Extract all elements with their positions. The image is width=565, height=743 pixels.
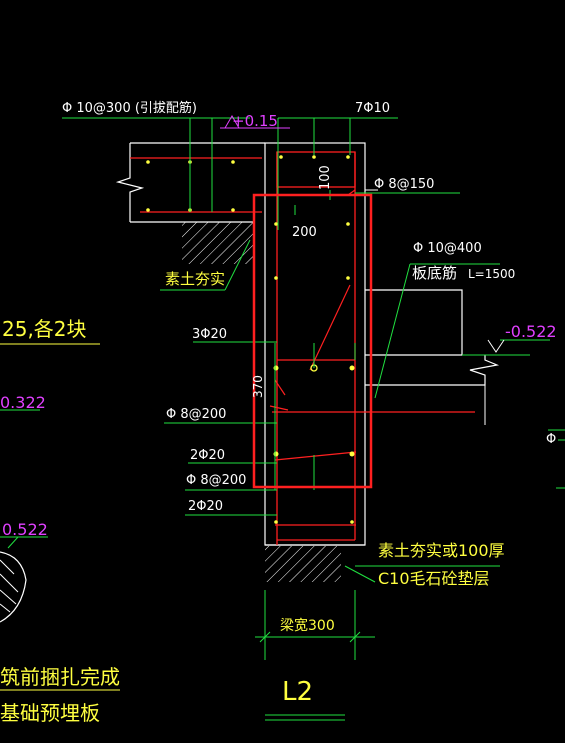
label-slab-bottom-bar: Φ 10@400: [413, 241, 482, 256]
left-note-embed-plate: 基础预埋板: [0, 701, 100, 725]
label-slab-bottom-len: L=1500: [468, 267, 515, 281]
label-soil-compact-2: 素土夯实或100厚: [378, 541, 505, 560]
label-stirrup-mid: Φ 8@200: [166, 407, 226, 422]
beam-section: [264, 142, 500, 546]
label-dim-370: 370: [251, 375, 265, 398]
label-gravel-layer: C10毛石砼垫层: [378, 569, 490, 588]
label-slab-bottom-name: 板底筋: [412, 264, 457, 282]
soil-hatch-top: [182, 222, 254, 264]
label-level-top: +0.15: [232, 112, 278, 130]
label-bar-2-20-b: 2Φ20: [188, 499, 223, 514]
level-mark-right: [487, 339, 505, 353]
left-level-1: 0.322: [0, 393, 46, 412]
label-top-bar-right: 7Φ10: [355, 101, 390, 116]
stirrups: [269, 151, 475, 545]
section-title: L2: [282, 677, 313, 707]
label-bar-3-20: 3Φ20: [192, 327, 227, 342]
left-note-binding: 筑前捆扎完成: [0, 665, 120, 689]
label-beam-width: 梁宽300: [280, 617, 335, 634]
left-note-count: 25,各2块: [2, 317, 87, 341]
label-stirrup-top: Φ 8@150: [374, 177, 434, 192]
label-dim-100: 100: [318, 165, 333, 190]
top-slab: [115, 142, 265, 223]
label-stirrup-low: Φ 8@200: [186, 473, 246, 488]
highlight-box: [252, 193, 373, 489]
left-level-2: 0.522: [2, 520, 48, 539]
label-bar-2-20-a: 2Φ20: [190, 448, 225, 463]
leader-lines: [62, 117, 550, 721]
label-top-bar-left: Φ 10@300 (引拔配筋): [62, 100, 197, 116]
soil-hatch-bottom: [265, 546, 341, 582]
label-soil-compact: 素土夯实: [165, 270, 225, 288]
left-partial-drawing: [0, 343, 120, 691]
label-level-right: -0.522: [505, 322, 557, 341]
level-mark-top: [224, 115, 240, 129]
label-right-partial: Φ: [546, 432, 556, 447]
label-dim-200: 200: [292, 225, 317, 240]
